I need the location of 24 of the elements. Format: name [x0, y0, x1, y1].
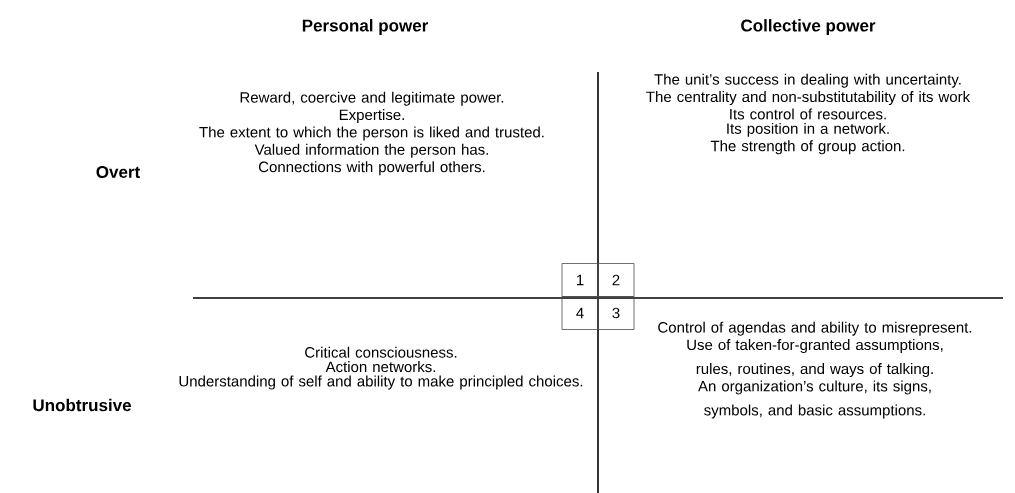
number-box: 1 [561, 263, 599, 297]
quadrant-text: The strength of group action. [710, 140, 905, 155]
quadrant-text: Understanding of self and ability to make principled choices. [179, 375, 583, 390]
quadrant-text: The unit’s success in dealing with uncertainty. [654, 73, 961, 88]
quadrant-text: Its control of resources. [730, 108, 886, 120]
quadrant-text: Control of agendas and ability to misrepresent. [658, 321, 972, 336]
number-box: 2 [597, 263, 635, 297]
quadrant-text: Reward, coercive and legitimate power. [240, 91, 504, 106]
quadrant-text: Use of taken-for-granted assumptions, rules, routines, and ways of talking. [687, 339, 943, 378]
column-heading: Personal power [302, 19, 429, 35]
quadrant-text: The centrality and non-substitutability of its work [646, 91, 971, 106]
number-box: 4 [561, 296, 599, 330]
quadrant-text: Valued information the person has. [254, 143, 488, 158]
row-heading: Unobtrusive [33, 398, 131, 412]
number-box: 3 [597, 296, 635, 330]
quadrant-text: Its position in a network. [727, 122, 889, 137]
quadrant-text: An organization’s culture, its signs, symbols, and basic assumptions. [698, 380, 931, 419]
quadrant-text: The extent to which the person is liked and trusted. [199, 126, 544, 141]
quadrant-text: Action networks. [325, 361, 436, 373]
quadrant-text: Expertise. [339, 109, 404, 124]
row-heading: Overt [96, 166, 140, 179]
quadrant-text: Critical consciousness. [305, 346, 457, 358]
quadrant-text: Connections with powerful others. [258, 161, 485, 176]
column-heading: Collective power [741, 19, 876, 35]
